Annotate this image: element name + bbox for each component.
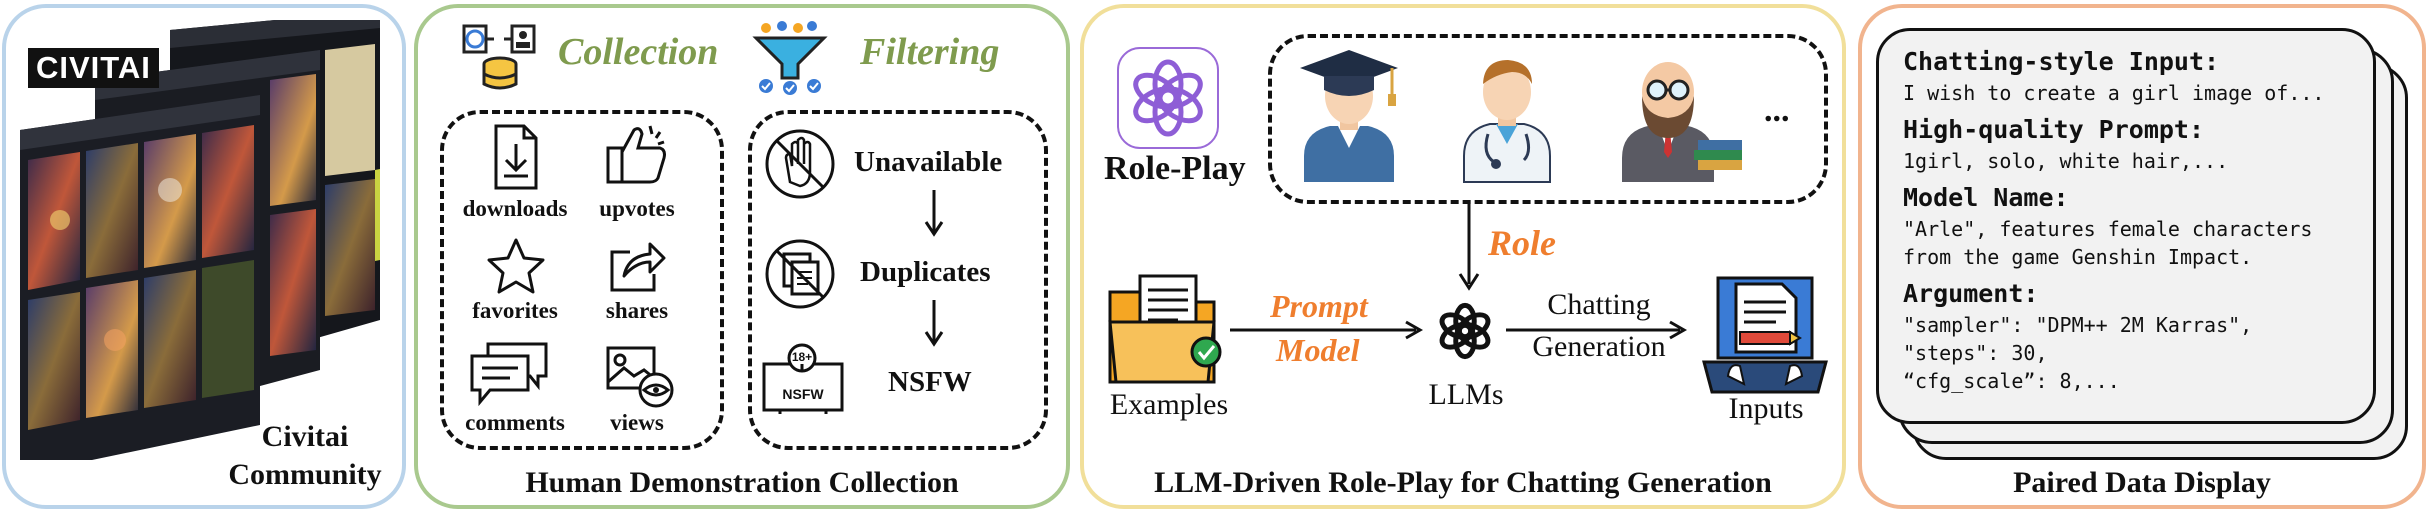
prompt-model-line1: Prompt bbox=[1270, 288, 1368, 324]
professor-role-icon bbox=[1622, 62, 1742, 182]
metric-favorites: favorites bbox=[472, 298, 558, 323]
examples-to-llm-arrow bbox=[1230, 320, 1424, 340]
filter-duplicates: Duplicates bbox=[860, 256, 991, 288]
star-icon bbox=[487, 238, 545, 294]
civitai-label-line2: Community bbox=[228, 458, 382, 491]
prompt-model-line2: Model bbox=[1276, 332, 1360, 368]
section-value-chatting-input: I wish to create a girl image of... bbox=[1903, 81, 2325, 105]
chatting-line2: Generation bbox=[1532, 330, 1666, 363]
unavailable-hand-icon bbox=[765, 129, 835, 199]
metrics-box bbox=[440, 110, 724, 450]
inputs-laptop-icon bbox=[1702, 276, 1828, 394]
metric-shares: shares bbox=[605, 298, 669, 323]
views-image-eye-icon bbox=[606, 346, 674, 408]
llm-to-inputs-arrow bbox=[1506, 320, 1688, 340]
section-heading-chatting-input: Chatting-style Input: bbox=[1903, 47, 2220, 76]
filter-unavailable: Unavailable bbox=[854, 146, 1003, 178]
roles-box bbox=[1268, 34, 1828, 204]
examples-folder-icon bbox=[1108, 274, 1222, 384]
llms-label: LLMs bbox=[1428, 378, 1504, 411]
download-icon bbox=[494, 124, 538, 190]
doctor-role-icon bbox=[1463, 60, 1551, 183]
chatting-line1: Chatting bbox=[1547, 288, 1651, 321]
metric-upvotes: upvotes bbox=[599, 196, 675, 221]
thumbs-up-icon bbox=[606, 125, 666, 184]
metric-downloads: downloads bbox=[462, 196, 568, 221]
database-collection-icon bbox=[462, 24, 536, 90]
llm-openai-icon bbox=[1439, 302, 1491, 360]
funnel-filter-icon bbox=[752, 21, 828, 95]
arrow-down-1 bbox=[924, 190, 944, 237]
duplicates-icon bbox=[765, 239, 835, 309]
examples-label: Examples bbox=[1109, 388, 1229, 421]
civitai-logo: CIVITAI bbox=[28, 48, 159, 88]
share-icon bbox=[610, 242, 666, 292]
graduate-role-icon bbox=[1300, 50, 1398, 182]
openai-logo-icon bbox=[1117, 47, 1219, 149]
paired-card-front: Chatting-style Input: I wish to create a… bbox=[1876, 28, 2376, 424]
section-value-argument-3: “cfg_scale”: 8,... bbox=[1903, 369, 2120, 393]
section-value-model-name-2: from the game Genshin Impact. bbox=[1903, 245, 2253, 269]
section-value-argument-1: "sampler": "DPM++ 2M Karras", bbox=[1903, 313, 2253, 337]
section-value-model-name-1: "Arle", features female characters bbox=[1903, 217, 2313, 241]
metric-views: views bbox=[610, 410, 664, 435]
nsfw-badge-sub: NSFW bbox=[782, 386, 824, 402]
paired-card-content: Chatting-style Input: I wish to create a… bbox=[1903, 45, 2373, 401]
section-heading-model-name: Model Name: bbox=[1903, 183, 2069, 212]
roleplay-label: Role-Play bbox=[1104, 150, 1246, 187]
nsfw-tv-icon bbox=[762, 343, 844, 414]
section-heading-argument: Argument: bbox=[1903, 279, 2039, 308]
metric-comments: comments bbox=[465, 410, 565, 435]
section-value-high-quality-prompt: 1girl, solo, white hair,... bbox=[1903, 149, 2229, 173]
filtering-box bbox=[748, 110, 1048, 450]
section-heading-high-quality-prompt: High-quality Prompt: bbox=[1903, 115, 2205, 144]
human-demonstration-caption: Human Demonstration Collection bbox=[525, 466, 959, 499]
arrow-down-2 bbox=[924, 300, 944, 347]
civitai-screenshots-image bbox=[20, 20, 380, 460]
roles-ellipsis: ... bbox=[1764, 92, 1790, 129]
comments-icon bbox=[470, 342, 548, 406]
civitai-label-line1: Civitai bbox=[261, 420, 349, 453]
llm-roleplay-caption: LLM-Driven Role-Play for Chatting Genera… bbox=[1154, 466, 1772, 499]
paired-data-caption: Paired Data Display bbox=[2013, 466, 2271, 499]
inputs-label: Inputs bbox=[1728, 392, 1804, 425]
role-label: Role bbox=[1488, 223, 1556, 263]
filter-nsfw: NSFW bbox=[888, 366, 972, 398]
role-arrow bbox=[1458, 204, 1480, 291]
filtering-title: Filtering bbox=[860, 31, 1000, 73]
nsfw-badge: 18+ bbox=[791, 350, 813, 364]
section-value-argument-2: "steps": 30, bbox=[1903, 341, 2048, 365]
collection-title: Collection bbox=[558, 31, 719, 73]
